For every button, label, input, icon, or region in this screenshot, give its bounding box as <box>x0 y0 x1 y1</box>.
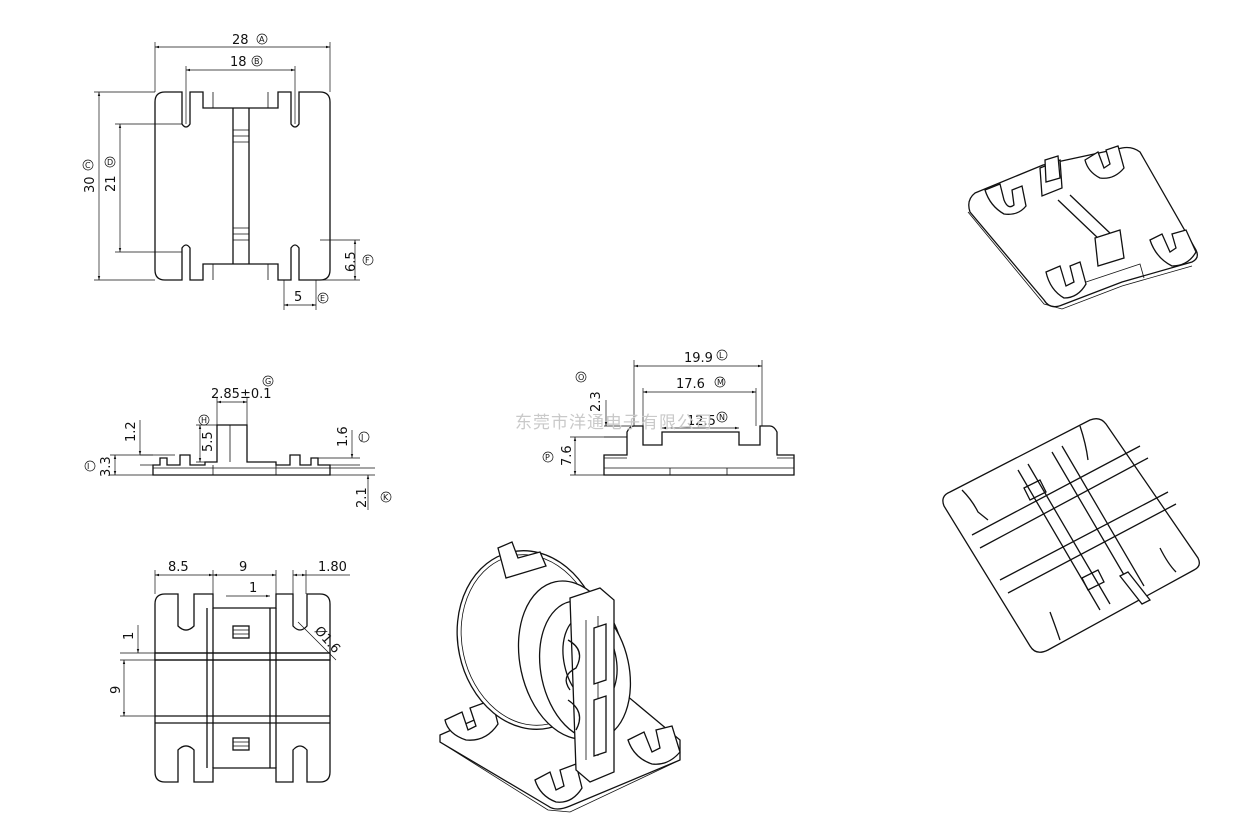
front-view: 19.9 L 17.6 M 12.5 N 2.3 O 7.6 P <box>542 349 795 476</box>
dim-12-5-label: 12.5 <box>687 414 716 429</box>
bottom-view: 8.5 9 1 1.80 1 9 Ø1.6 <box>109 560 350 783</box>
dim-5-5-ref: H <box>201 416 207 425</box>
side-view: 2.85±0.1 G 5.5 H 1.2 3.3 I 1.6 J 2.1 K <box>84 375 392 510</box>
dim-1-6-label: 1.6 <box>336 426 351 447</box>
dim-12-5-ref: N <box>719 413 725 422</box>
dim-6-5-ref: F <box>365 256 370 265</box>
dim-5-5-label: 5.5 <box>201 431 216 452</box>
iso-view-assembly <box>439 541 681 813</box>
dim-19-9-ref: L <box>719 351 724 360</box>
dim-8-5-label: 8.5 <box>168 560 189 575</box>
dim-1-80-label: 1.80 <box>318 560 347 575</box>
dim-17-6-ref: M <box>717 378 724 387</box>
dim-7-6-label: 7.6 <box>560 445 575 466</box>
dim-2-85-ref: G <box>265 377 271 386</box>
dim-2-1-label: 2.1 <box>355 487 370 508</box>
dim-6-5-label: 6.5 <box>344 251 359 272</box>
dim-2-1-ref: K <box>383 493 389 502</box>
dim-5-label: 5 <box>294 290 302 305</box>
dim-17-6-label: 17.6 <box>676 377 705 392</box>
dim-2-3-ref: O <box>578 373 584 382</box>
dim-21-label: 21 <box>104 175 119 192</box>
dim-28-ref: A <box>259 35 265 44</box>
dim-3-3-label: 3.3 <box>99 456 114 477</box>
iso-view-bobbin-bottom <box>942 418 1200 653</box>
dim-3-3-ref: I <box>87 462 89 471</box>
dim-1-2-label: 1.2 <box>124 421 139 442</box>
dim-30-label: 30 <box>83 176 98 193</box>
dim-19-9-label: 19.9 <box>684 351 713 366</box>
dim-28-label: 28 <box>232 33 249 48</box>
dim-21-ref: D <box>107 158 113 167</box>
iso-view-bobbin-top <box>967 145 1198 310</box>
dim-9-top-label: 9 <box>239 560 247 575</box>
dim-5-ref: E <box>320 294 325 303</box>
dim-2-85-label: 2.85±0.1 <box>211 387 272 402</box>
dim-18-label: 18 <box>230 55 247 70</box>
top-view: 28 A 18 B 30 C 21 D 5 E 6.5 F <box>82 33 374 310</box>
dim-1-top-label: 1 <box>249 581 257 596</box>
dim-9-left-label: 9 <box>109 686 124 694</box>
dim-18-ref: B <box>254 57 260 66</box>
dim-2-3-label: 2.3 <box>589 391 604 412</box>
dim-7-6-ref: P <box>545 453 550 462</box>
dim-1-6-ref: J <box>360 433 363 442</box>
watermark: 东莞市洋通电子有限公司 <box>515 413 713 433</box>
dim-1-left-label: 1 <box>122 632 137 640</box>
dim-30-ref: C <box>85 161 91 170</box>
